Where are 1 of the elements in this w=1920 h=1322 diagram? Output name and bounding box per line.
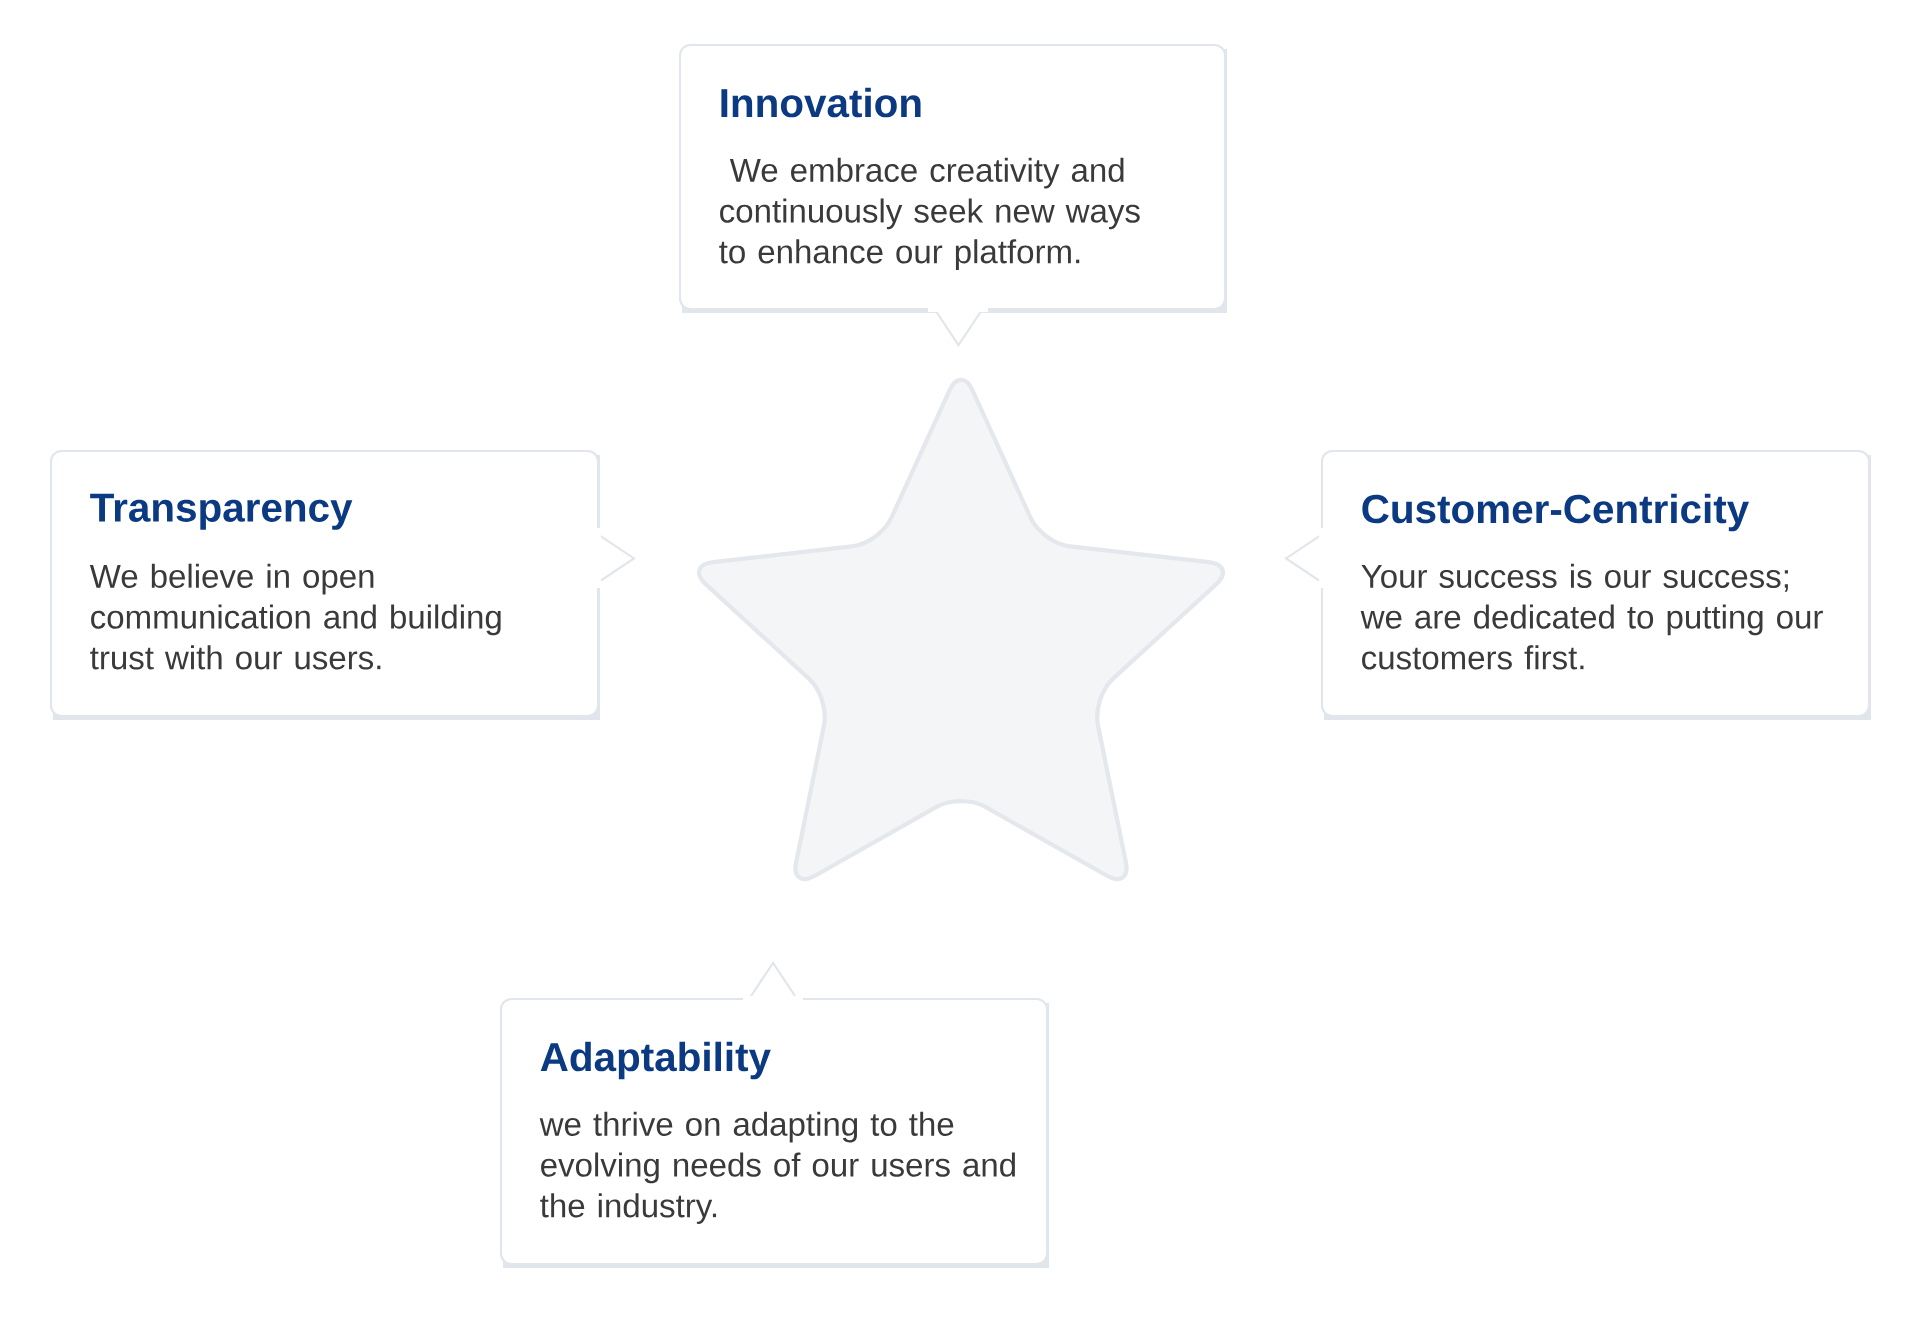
star-shape xyxy=(696,377,1226,882)
